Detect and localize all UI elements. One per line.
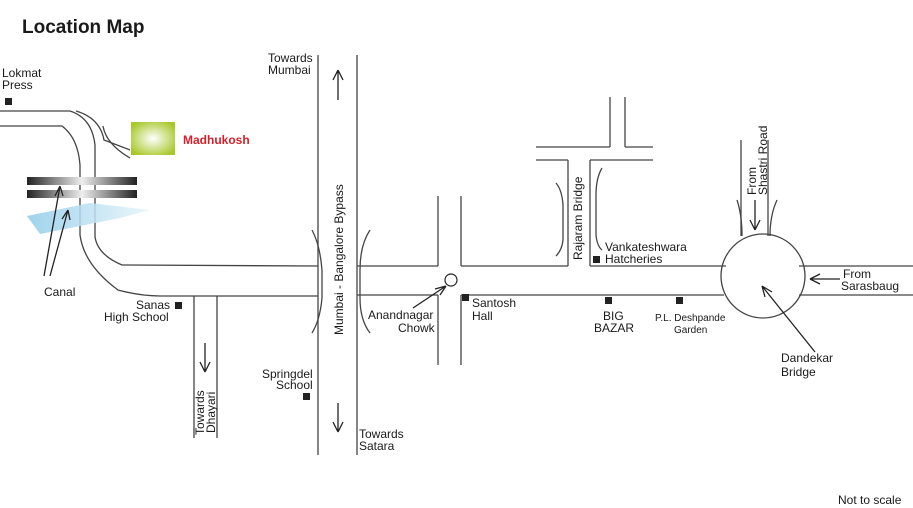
madhukosh-label: Madhukosh (183, 133, 250, 147)
rajaram-label: Rajaram Bridge (571, 176, 585, 260)
canal-pointer-2 (49, 209, 71, 277)
towards-satara-label-1: Towards (359, 427, 404, 441)
towards-satara-label-2: Satara (359, 439, 395, 453)
deshpande-label-2: Garden (674, 325, 707, 336)
canal (27, 177, 150, 234)
big-bazar-marker (605, 297, 612, 304)
arrow-left-sarasbaug-icon (809, 273, 840, 285)
towards-mumbai-label-2: Mumbai (268, 63, 311, 77)
canal-band-bottom (27, 190, 137, 198)
anandnagar-pointer (412, 285, 447, 309)
big-bazar-label-2: BAZAR (594, 321, 634, 335)
santosh-label-1: Santosh (472, 296, 516, 310)
santosh-marker (462, 294, 469, 301)
santosh-label-2: Hall (472, 309, 493, 323)
canal-pointer-1 (43, 185, 64, 277)
towards-dhayari-label-1: Towards (193, 390, 207, 435)
canal-water (27, 203, 150, 234)
lokmat-marker (5, 98, 12, 105)
arrow-up-icon (332, 69, 344, 100)
deshpande-label-1: P.L. Deshpande (655, 313, 726, 324)
sarasbaug-label-1: From (843, 267, 871, 281)
shastri-label-2: Shastri Road (756, 126, 770, 195)
dandekar-pointer (761, 285, 816, 353)
vankateshwara-marker (593, 256, 600, 263)
arrow-down-shastri-icon (749, 200, 761, 231)
anandnagar-label-1: Anandnagar (368, 308, 433, 322)
canal-band-top (27, 177, 137, 185)
springdel-label-2: School (276, 378, 313, 392)
arrow-down-icon (332, 403, 344, 433)
vankateshwara-label-2: Hatcheries (605, 252, 662, 266)
deshpande-marker (676, 297, 683, 304)
scale-note: Not to scale (838, 493, 902, 507)
dandekar-label-2: Bridge (781, 365, 816, 379)
canal-label: Canal (44, 285, 75, 299)
anandnagar-chowk-marker (444, 273, 458, 287)
towards-dhayari-label-2: Dhayari (204, 392, 218, 433)
springdel-label-1: Springdel (262, 367, 313, 381)
anandnagar-label-2: Chowk (398, 321, 436, 335)
lokmat-label-2: Press (2, 78, 33, 92)
vankateshwara-label-1: Vankateshwara (605, 240, 687, 254)
highway-label: Mumbai - Bangalore Bypass (332, 184, 346, 335)
big-bazar-label-1: BIG (603, 309, 624, 323)
sanas-label-1: Sanas (136, 298, 170, 312)
madhukosh-marker (131, 122, 175, 155)
sanas-label-2: High School (104, 310, 169, 324)
lokmat-label-1: Lokmat (2, 66, 42, 80)
road-network (0, 55, 913, 455)
shastri-label-1: From (745, 167, 759, 195)
sarasbaug-label-2: Sarasbaug (841, 279, 899, 293)
dandekar-label-1: Dandekar (781, 351, 833, 365)
towards-mumbai-label-1: Towards (268, 51, 313, 65)
map-title: Location Map (22, 17, 144, 38)
sanas-marker (175, 302, 182, 309)
arrow-down-dhayari-icon (199, 343, 211, 373)
springdel-marker (303, 393, 310, 400)
